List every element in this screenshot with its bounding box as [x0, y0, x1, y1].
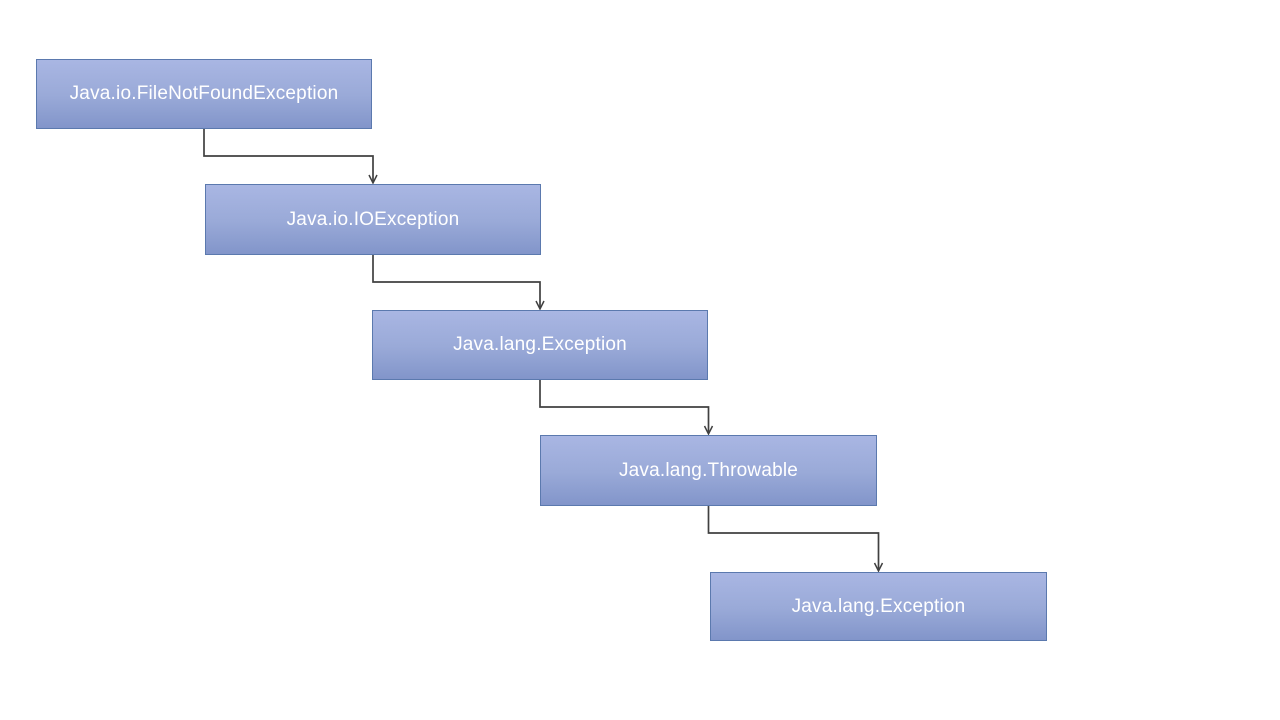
node-label: Java.io.FileNotFoundException	[69, 83, 339, 104]
connector-arrow	[372, 255, 545, 311]
node-lang-exception-2: Java.lang.Exception	[710, 572, 1047, 641]
connector-arrow	[539, 380, 714, 436]
node-io-exception: Java.io.IOException	[205, 184, 541, 255]
connector-arrow	[203, 129, 378, 185]
node-label: Java.io.IOException	[286, 208, 460, 230]
node-lang-exception: Java.lang.Exception	[372, 310, 708, 380]
connector-arrow	[707, 506, 884, 573]
node-label: Java.lang.Exception	[791, 595, 966, 617]
node-file-not-found-exception: Java.io.FileNotFoundException	[36, 59, 372, 129]
node-label: Java.lang.Exception	[453, 334, 627, 355]
node-label: Java.lang.Throwable	[618, 459, 799, 481]
node-lang-throwable: Java.lang.Throwable	[540, 435, 877, 506]
